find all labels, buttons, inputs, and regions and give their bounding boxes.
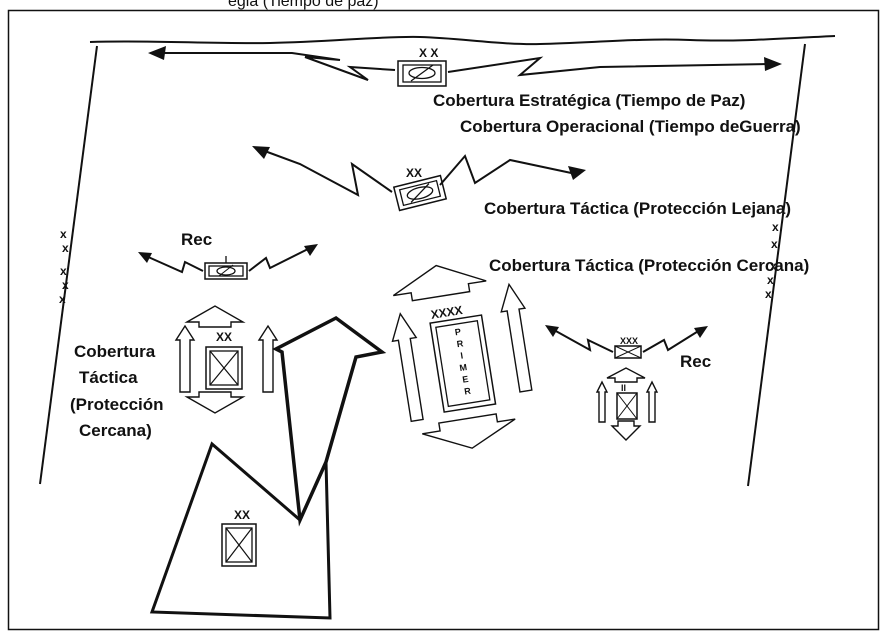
- center-letter-0: P: [454, 327, 462, 338]
- left-boundary-x-3: x: [62, 278, 69, 292]
- strategic-left-arrowhead: [148, 46, 166, 60]
- operational-right-lightning: [439, 154, 577, 186]
- right-boundary-x-4: x: [765, 287, 772, 301]
- strategic-unit-echelon: X X: [419, 46, 438, 60]
- center-letter-2: I: [460, 350, 464, 360]
- operational-unit-symbol: [406, 186, 434, 200]
- rec-left-unit-slash: [218, 264, 234, 277]
- left-boundary-line: [39, 45, 98, 485]
- center-down-arrow: [422, 413, 516, 449]
- rec-left-label: Rec: [181, 230, 212, 249]
- header-partial-text: egia (Tiempo de paz): [228, 0, 379, 10]
- left-boundary-x-0: x: [60, 227, 67, 241]
- strategic-right-lightning: [447, 56, 771, 77]
- center-letter-5: R: [463, 386, 471, 397]
- strategic-unit-symbol: [408, 66, 436, 80]
- bottom-unit-cross-b: [225, 527, 253, 563]
- left-label-line-2: (Protección: [70, 395, 164, 414]
- left-boundary-x-1: x: [62, 241, 69, 255]
- left-unit-inner: [209, 350, 239, 386]
- rec-right-left-arrowhead: [545, 325, 559, 337]
- center-unit-box: [429, 314, 497, 413]
- left-boundary-x-4: x: [59, 292, 66, 306]
- left-cluster-up-arrow: [184, 305, 246, 328]
- center-up-arrow: [392, 264, 487, 302]
- left-cluster-right-arrow: [257, 324, 279, 393]
- right-boundary-x-1: x: [771, 237, 778, 251]
- center-right-arrow: [500, 282, 533, 393]
- operational-left-arrowhead: [252, 146, 270, 159]
- left-label-line-3: Cercana): [79, 421, 152, 440]
- right-sub-unit-cross-b: [616, 392, 638, 420]
- rec-left-left-arrowhead: [138, 252, 152, 263]
- center-cluster: XXXX P R I M E R: [391, 264, 533, 449]
- operational-left-lightning: [261, 149, 393, 197]
- strategic-unit-inner-box: [402, 64, 442, 83]
- center-letter-3: M: [459, 362, 468, 373]
- label-strategic: Cobertura Estratégica (Tiempo de Paz): [433, 91, 745, 110]
- right-boundary-x-3: x: [767, 273, 774, 287]
- rec-right-unit-echelon: XXX: [620, 336, 638, 346]
- center-left-arrow: [391, 312, 424, 423]
- right-small-down-arrow: [610, 420, 642, 441]
- operational-unit-echelon: XX: [406, 166, 422, 180]
- strategic-unit-slash: [410, 64, 434, 82]
- front-line: [89, 35, 836, 46]
- rec-left-unit-symbol: [216, 266, 236, 276]
- left-cluster-down-arrow: [184, 391, 246, 414]
- left-label-line-1: Táctica: [79, 368, 138, 387]
- right-small-left-arrow: [595, 380, 609, 423]
- operational-unit-slash: [410, 183, 430, 203]
- right-boundary-x-2: x: [770, 259, 777, 273]
- rec-left-right-arrowhead: [304, 244, 318, 256]
- operational-unit: XX: [392, 166, 448, 212]
- right-small-up-arrow: [606, 367, 646, 383]
- rec-right-left-lightning: [553, 329, 614, 353]
- bottom-unit-echelon: XX: [234, 508, 250, 522]
- label-tactical-far: Cobertura Táctica (Protección Lejana): [484, 199, 791, 218]
- rec-right-label: Rec: [680, 352, 711, 371]
- strategic-left-lightning: [158, 52, 396, 81]
- rec-left-left-lightning: [145, 255, 204, 274]
- right-sub-unit-echelon: II: [621, 383, 626, 393]
- rec-right-unit-cross-b: [614, 345, 642, 359]
- left-unit-cross-b: [209, 350, 239, 386]
- left-label-line-0: Cobertura: [74, 342, 156, 361]
- operational-unit-inner-box: [398, 179, 442, 207]
- advance-arrow: [272, 315, 387, 527]
- rec-right-right-lightning: [642, 329, 701, 353]
- label-operational: Cobertura Operacional (Tiempo deGuerra): [460, 117, 801, 136]
- rec-left-unit: [204, 256, 248, 280]
- right-small-right-arrow: [645, 380, 659, 423]
- strategic-right-arrowhead: [764, 57, 782, 71]
- center-letter-1: R: [456, 338, 464, 349]
- right-boundary-line: [747, 43, 806, 487]
- center-letter-4: E: [462, 374, 470, 385]
- left-cluster-left-arrow: [174, 324, 196, 393]
- rec-left-right-lightning: [248, 247, 311, 272]
- left-boundary-x-2: x: [60, 264, 67, 278]
- left-unit-echelon: XX: [216, 330, 232, 344]
- center-unit-echelon: XXXX: [430, 303, 464, 322]
- strategic-unit: X X: [397, 46, 447, 87]
- center-unit-inner: [435, 320, 491, 408]
- right-boundary-x-0: x: [772, 220, 779, 234]
- label-tactical-near: Cobertura Táctica (Protección Cercana): [489, 256, 809, 275]
- rec-right-right-arrowhead: [694, 326, 708, 338]
- rec-left-unit-inner: [208, 265, 244, 277]
- rec-right-unit: XXX: [614, 336, 642, 359]
- bottom-unit: XX: [221, 508, 257, 567]
- frame-border: [7, 9, 880, 631]
- operational-right-arrowhead: [568, 166, 586, 180]
- bottom-unit-inner: [225, 527, 253, 563]
- left-tactical-cluster: XX: [174, 305, 279, 414]
- right-small-cluster: II: [595, 367, 659, 441]
